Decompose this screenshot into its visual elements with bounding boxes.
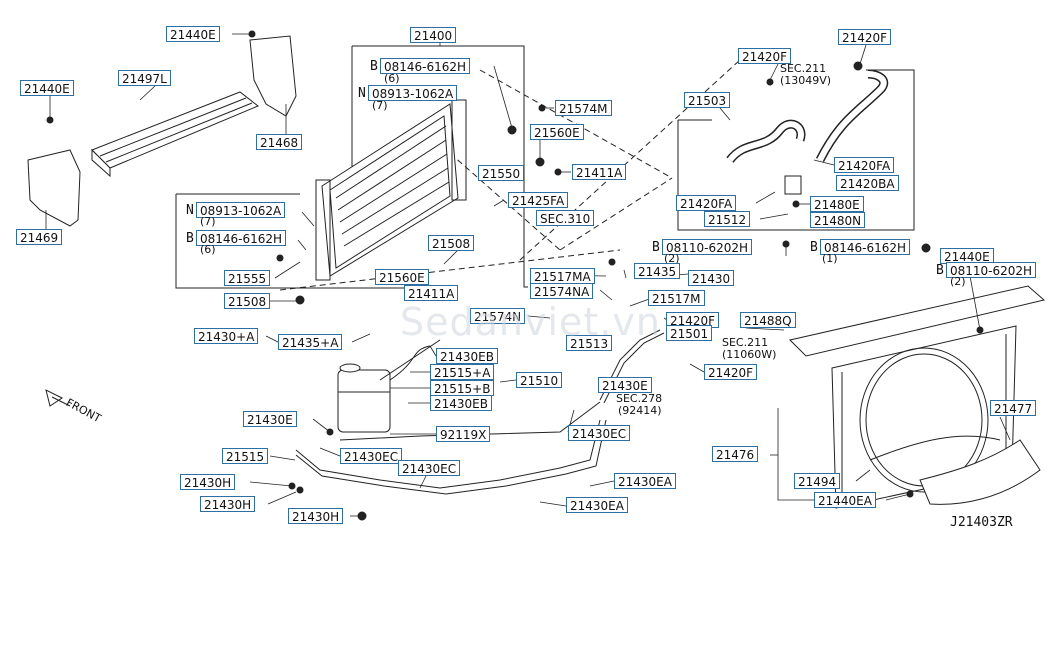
part-label-21430EC[interactable]: 21430EC (398, 460, 461, 476)
part-label-21488Q[interactable]: 21488Q (740, 312, 796, 328)
part-label-21430H[interactable]: 21430H (180, 474, 236, 490)
part-label-08146-6162H[interactable]: 08146-6162H (820, 239, 911, 255)
part-label-21513[interactable]: 21513 (566, 335, 613, 351)
part-label-21440EA[interactable]: 21440EA (814, 492, 876, 508)
part-label-21574N[interactable]: 21574N (470, 308, 526, 324)
part-label-21425FA[interactable]: 21425FA (508, 192, 569, 208)
part-label-92119X[interactable]: 92119X (436, 426, 491, 442)
part-label-21515A[interactable]: 21515+A (430, 364, 495, 380)
part-label-21560E[interactable]: 21560E (530, 124, 584, 140)
bolt-mark-N: N (186, 203, 194, 218)
part-label-08913-1062A[interactable]: 08913-1062A (196, 202, 286, 218)
section-ref-310[interactable]: SEC.310 (536, 210, 595, 226)
part-label-21550[interactable]: 21550 (478, 165, 525, 181)
part-label-08146-6162H[interactable]: 08146-6162H (196, 230, 287, 246)
reservoir-tank (337, 345, 431, 433)
part-label-21430EA[interactable]: 21430EA (566, 497, 628, 513)
part-label-21555[interactable]: 21555 (224, 270, 271, 286)
part-label-21430[interactable]: 21430 (688, 270, 735, 286)
part-label-08913-1062A[interactable]: 08913-1062A (368, 85, 458, 101)
part-label-21440E[interactable]: 21440E (20, 80, 74, 96)
watermark: Sedanviet.vn (400, 300, 661, 344)
part-label-21411A[interactable]: 21411A (572, 164, 627, 180)
bolt-mark-N: N (358, 86, 366, 101)
quantity-note: (2) (950, 275, 966, 288)
part-label-21420BA[interactable]: 21420BA (836, 175, 899, 191)
quantity-note: (6) (384, 72, 400, 85)
bolt-mark-B: B (810, 240, 818, 255)
part-label-21560E[interactable]: 21560E (375, 269, 429, 285)
part-label-21515B[interactable]: 21515+B (430, 380, 495, 396)
part-label-21430H[interactable]: 21430H (200, 496, 256, 512)
part-label-21420F[interactable]: 21420F (704, 364, 758, 380)
section-ref-code: (11060W) (722, 348, 777, 361)
part-label-21400[interactable]: 21400 (410, 27, 457, 43)
part-label-21430EB[interactable]: 21430EB (430, 395, 492, 411)
part-label-21497L[interactable]: 21497L (118, 70, 171, 86)
part-label-08110-6202H[interactable]: 08110-6202H (662, 239, 753, 255)
part-label-21494[interactable]: 21494 (794, 473, 841, 489)
part-label-21480N[interactable]: 21480N (810, 212, 866, 228)
part-label-21517MA[interactable]: 21517MA (530, 268, 595, 284)
section-ref: SEC.211 (780, 62, 827, 75)
quantity-note: (7) (372, 99, 388, 112)
part-label-21430EC[interactable]: 21430EC (340, 448, 403, 464)
quantity-note: (7) (200, 215, 216, 228)
bolt-mark-B: B (186, 231, 194, 246)
part-label-21480E[interactable]: 21480E (810, 196, 864, 212)
part-label-21430EC[interactable]: 21430EC (568, 425, 631, 441)
part-label-21420F[interactable]: 21420F (738, 48, 792, 64)
front-arrow-icon (45, 389, 71, 407)
part-label-21508[interactable]: 21508 (428, 235, 475, 251)
part-label-21430E[interactable]: 21430E (598, 377, 652, 393)
part-label-08146-6162H[interactable]: 08146-6162H (380, 58, 471, 74)
radiator-core (315, 99, 467, 281)
part-label-21469[interactable]: 21469 (16, 229, 63, 245)
section-ref: SEC.278 (616, 392, 663, 405)
bolt-mark-B: B (936, 263, 944, 278)
part-label-21420F[interactable]: 21420F (838, 29, 892, 45)
part-label-21468[interactable]: 21468 (256, 134, 303, 150)
part-label-21420FA[interactable]: 21420FA (676, 195, 737, 211)
part-label-21430A[interactable]: 21430+A (194, 328, 259, 344)
part-label-21515[interactable]: 21515 (222, 448, 269, 464)
part-label-21440E[interactable]: 21440E (166, 26, 220, 42)
bolt-mark-B: B (370, 59, 378, 74)
part-label-21476[interactable]: 21476 (712, 446, 759, 462)
bolt-mark-B: B (652, 240, 660, 255)
fan-shroud (789, 285, 1046, 509)
part-label-21420FA[interactable]: 21420FA (834, 157, 895, 173)
part-label-21477[interactable]: 21477 (990, 400, 1037, 416)
part-label-21430E[interactable]: 21430E (243, 411, 297, 427)
quantity-note: (2) (664, 252, 680, 265)
air-guides (27, 35, 297, 227)
part-label-08110-6202H[interactable]: 08110-6202H (946, 262, 1037, 278)
upper-hose (726, 69, 889, 195)
section-ref: SEC.211 (722, 336, 769, 349)
part-label-21430H[interactable]: 21430H (288, 508, 344, 524)
part-label-21501[interactable]: 21501 (666, 325, 713, 341)
part-label-21411A[interactable]: 21411A (404, 285, 459, 301)
part-label-21512[interactable]: 21512 (704, 211, 751, 227)
section-ref-code: (92414) (618, 404, 662, 417)
part-label-21435[interactable]: 21435 (634, 263, 681, 279)
fasteners (46, 30, 984, 521)
part-label-21508[interactable]: 21508 (224, 293, 271, 309)
quantity-note: (1) (822, 252, 838, 265)
part-label-21435A[interactable]: 21435+A (278, 334, 343, 350)
part-label-21574M[interactable]: 21574M (555, 100, 612, 116)
part-label-21517M[interactable]: 21517M (648, 290, 705, 306)
part-label-21430EB[interactable]: 21430EB (436, 348, 498, 364)
section-ref-code: (13049V) (780, 74, 832, 87)
part-label-21503[interactable]: 21503 (684, 92, 731, 108)
quantity-note: (6) (200, 243, 216, 256)
diagram-code: J21403ZR (950, 515, 1013, 530)
part-label-21510[interactable]: 21510 (516, 372, 563, 388)
part-label-21574NA[interactable]: 21574NA (530, 283, 594, 299)
part-label-21430EA[interactable]: 21430EA (614, 473, 676, 489)
